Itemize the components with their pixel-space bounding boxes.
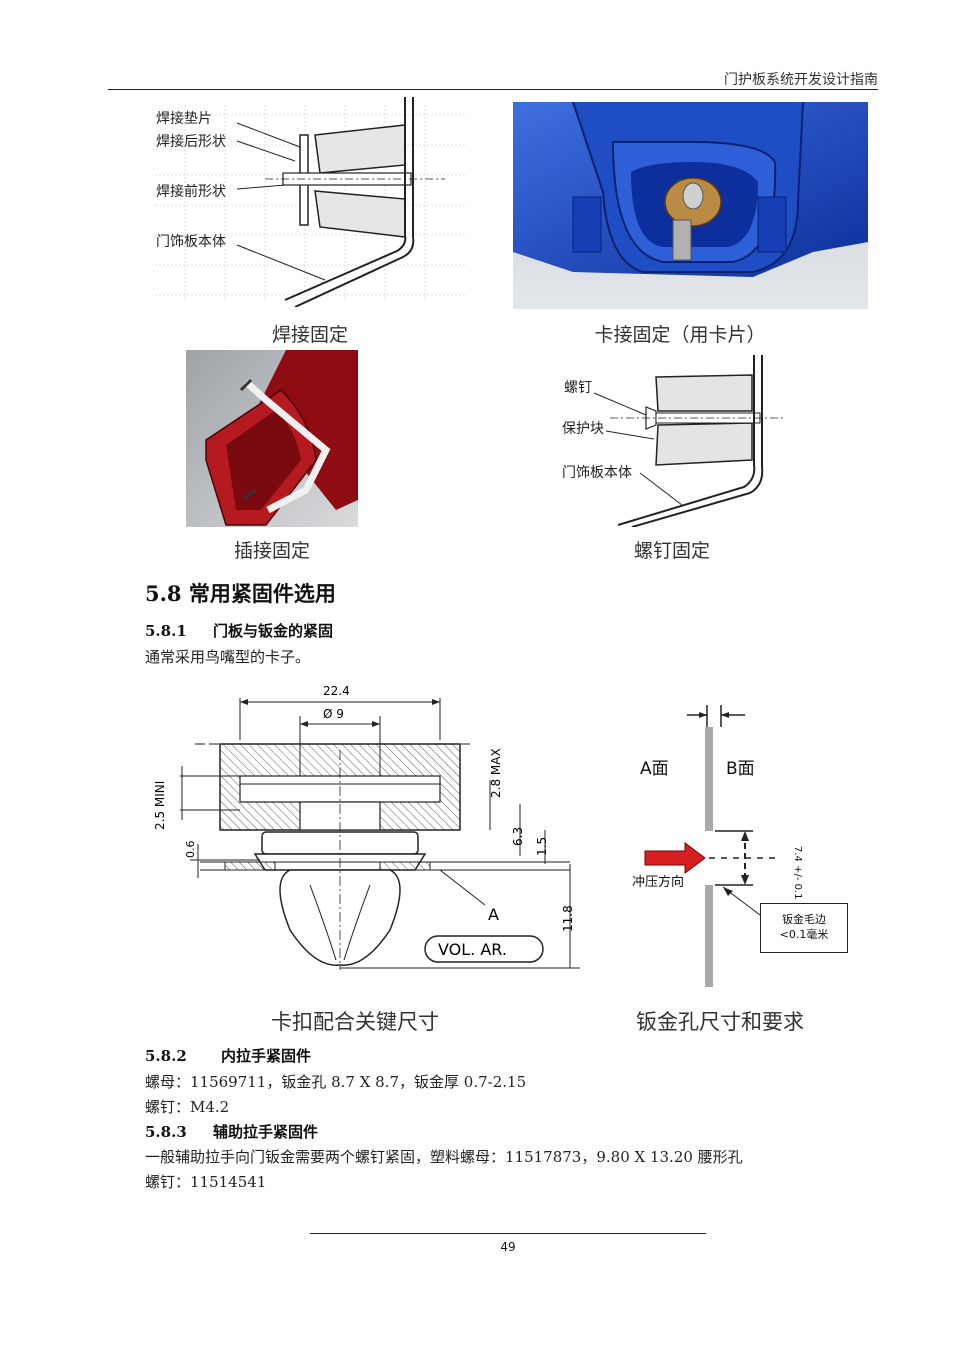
- page-number: 49: [500, 1240, 516, 1254]
- sub2-num: 5.8.2: [145, 1047, 187, 1065]
- sub3-line-1: 一般辅助拉手向门钣金需要两个螺钉紧固，塑料螺母：11517873，9.80 X …: [145, 1148, 743, 1166]
- header-title: 门护板系统开发设计指南: [724, 72, 878, 88]
- welding-figure: [155, 97, 465, 307]
- sub2-line-1: 螺母：11569711，钣金孔 8.7 X 8.7，钣金厚 0.7-2.15: [145, 1073, 527, 1091]
- sub2-line-2: 螺钉：M4.2: [145, 1098, 230, 1116]
- welding-label-pad: 焊接垫片: [156, 111, 212, 127]
- sub3-title: 辅助拉手紧固件: [213, 1123, 319, 1141]
- dim-0-6: 0.6: [184, 841, 197, 859]
- screw-figure: [593, 355, 785, 527]
- sub1-num: 5.8.1: [145, 622, 187, 640]
- dim-2-8-max: 2.8 MAX: [489, 748, 503, 798]
- label-a: A: [488, 905, 499, 924]
- clip-drawing-caption: 卡扣配合关键尺寸: [271, 1010, 439, 1034]
- burr-note-box: 钣金毛边 <0.1毫米: [760, 903, 848, 953]
- face-a-label: A面: [640, 759, 669, 779]
- sub1-title: 门板与钣金的紧固: [213, 622, 334, 640]
- screw-caption: 螺钉固定: [633, 540, 710, 562]
- clip-render-figure: [513, 102, 868, 309]
- welding-label-after: 焊接后形状: [156, 134, 226, 150]
- sub3-num: 5.8.3: [145, 1123, 187, 1141]
- sub2-heading: 5.8.2 内拉手紧固件: [145, 1045, 311, 1066]
- insert-caption: 插接固定: [233, 540, 310, 562]
- insert-render-figure: [186, 350, 358, 527]
- sub3-heading: 5.8.3 辅助拉手紧固件: [145, 1121, 318, 1142]
- burr-note-line-1: 钣金毛边: [782, 913, 826, 926]
- dim-11-8: 11.8: [561, 905, 575, 932]
- welding-label-body: 门饰板本体: [156, 234, 226, 250]
- sub3-line-2: 螺钉：11514541: [145, 1173, 267, 1191]
- header-rule: [108, 89, 878, 90]
- dim-2-5-mini: 2.5 MINI: [153, 781, 167, 830]
- face-b-label: B面: [726, 759, 755, 779]
- welding-caption: 焊接固定: [271, 324, 348, 346]
- dim-1-5: 1.5: [535, 837, 549, 856]
- section-title: 5.8 常用紧固件选用: [145, 581, 336, 606]
- hole-drawing-caption: 钣金孔尺寸和要求: [636, 1010, 804, 1034]
- dim-dia-9: Ø 9: [323, 707, 344, 721]
- sub1-heading: 5.8.1 门板与钣金的紧固: [145, 620, 333, 641]
- screw-label-block: 保护块: [562, 421, 604, 437]
- hole-drawing: [644, 705, 775, 987]
- clip-caption: 卡接固定（用卡片）: [594, 324, 766, 346]
- clip-dimension-drawing: 22.4 Ø 9 2.5 MINI 0.6 2.8 MAX 6.3 1.5 11…: [153, 684, 580, 970]
- dim-22-4: 22.4: [323, 684, 350, 698]
- screw-label-screw: 螺钉: [564, 380, 592, 396]
- label-vol-ar: VOL. AR.: [438, 940, 507, 959]
- screw-label-body: 门饰板本体: [562, 465, 632, 481]
- dim-6-3: 6.3: [511, 827, 525, 846]
- sub1-text: 通常采用鸟嘴型的卡子。: [145, 648, 311, 666]
- hole-dim-label: 7.4 +/- 0.1: [792, 846, 803, 900]
- burr-note-line-2: <0.1毫米: [779, 928, 829, 941]
- sub2-title: 内拉手紧固件: [221, 1047, 312, 1065]
- press-direction-label: 冲压方向: [632, 875, 685, 890]
- welding-label-before: 焊接前形状: [156, 184, 226, 200]
- footer-rule: [310, 1233, 706, 1234]
